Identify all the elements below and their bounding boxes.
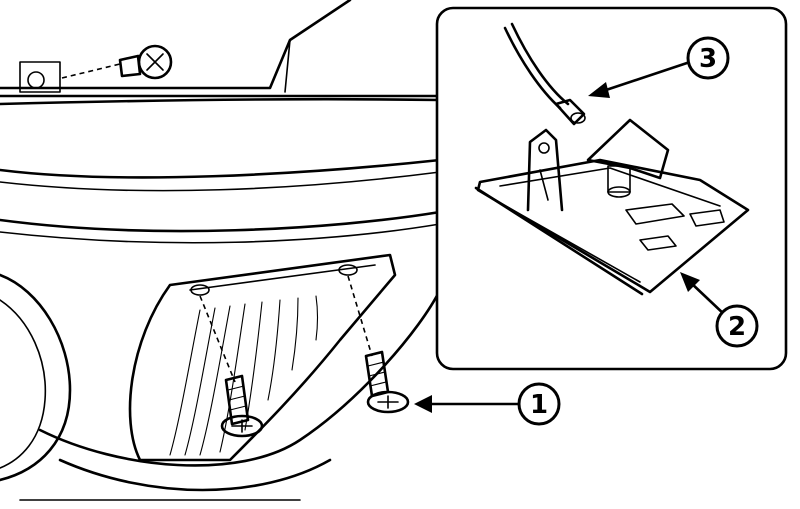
callout-1-label: 1	[530, 390, 548, 420]
callout-3-label: 3	[699, 44, 717, 74]
callout-2: 2	[715, 304, 759, 348]
body-panel	[0, 0, 442, 501]
screw-right	[338, 264, 410, 414]
callout-2-label: 2	[728, 312, 746, 342]
callout-1: 1	[517, 382, 561, 426]
bulb	[503, 22, 586, 126]
screw-left	[190, 284, 264, 438]
inset-detail	[435, 6, 788, 371]
callout-3: 3	[686, 36, 730, 80]
lamp-bracket	[474, 118, 750, 296]
leader-arrows	[414, 60, 727, 413]
lens-cover	[128, 253, 397, 462]
top-screw	[19, 44, 173, 93]
